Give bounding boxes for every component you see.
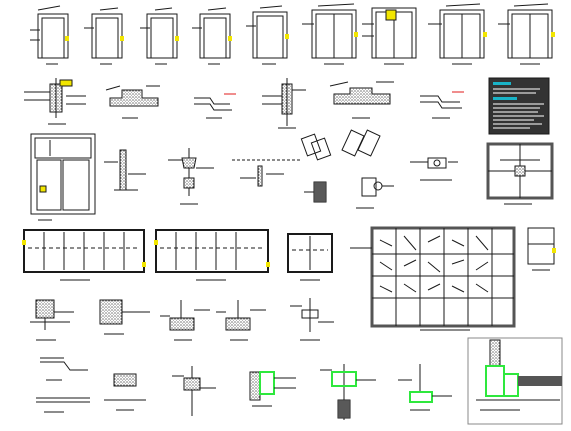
sill-detail-green-1 [249,371,296,407]
large-sill-section [467,337,563,425]
base-and-sill-details-row [36,337,563,425]
closer-detail [410,157,458,181]
door-elevation-6 [302,3,358,65]
anchor-detail-3 [160,300,210,341]
door-elevation-8 [428,3,487,65]
threshold-detail [232,159,300,187]
anchor-detail-4 [216,300,266,341]
anchor-details-row [30,298,334,341]
partition-elevation-3 [287,233,333,281]
partition-plan-large [350,226,516,331]
frame-section-details-row [24,77,550,135]
door-elevations-row [30,3,555,65]
anchor-detail-5 [290,298,334,341]
sill-detail-2 [104,373,146,411]
door-elevation-1 [30,5,69,65]
door-elevation-7 [362,7,417,65]
door-elevation-2 [84,7,124,65]
section-detail-3 [194,93,236,119]
door-elevation-9 [498,3,555,65]
door-elevation-5 [246,5,289,65]
partition-elevation-2 [154,229,270,281]
legend-panel [488,77,550,135]
section-detail-6 [420,91,464,119]
door-elevation-3 [140,7,179,65]
sill-detail-3 [172,366,216,416]
cabinet-elevation [30,133,96,221]
sill-detail-green-2 [320,364,376,420]
section-detail-2 [105,85,160,119]
door-elevation-4 [192,7,232,65]
section-detail-5 [329,81,394,119]
frame-plan-detail [486,142,554,205]
sill-detail-green-3 [398,364,452,411]
hinge-details [300,129,381,203]
sill-detail-1 [36,357,90,413]
lock-detail [356,177,394,209]
section-detail-4 [262,78,306,129]
partition-elevation-1 [22,229,146,281]
jamb-detail-1 [104,149,146,191]
section-detail-1 [24,78,86,125]
partition-plan-small [527,227,556,271]
partition-elevations-row [22,226,556,331]
anchor-detail-1 [30,299,74,341]
hardware-and-jamb-details-row [30,129,554,221]
jamb-detail-2 [168,148,214,205]
anchor-detail-2 [99,299,150,335]
